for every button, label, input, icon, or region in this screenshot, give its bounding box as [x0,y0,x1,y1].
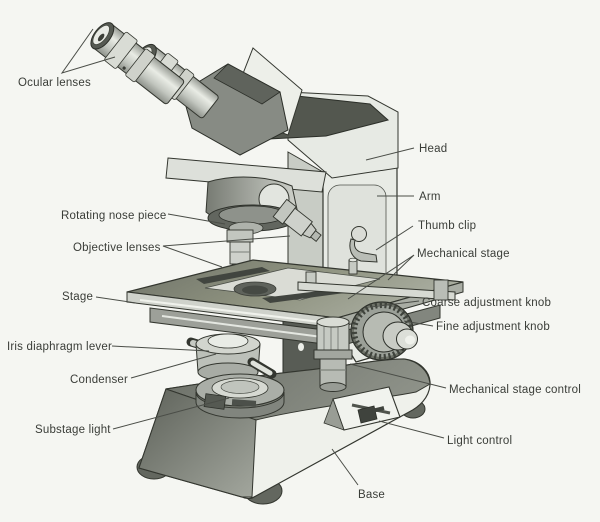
label-mechanical-stage: Mechanical stage [417,248,510,260]
mechanical-stage-part [297,257,456,301]
leader-iris-diaphragm-lever [111,345,210,352]
leader-thumb-clip [375,225,414,251]
label-thumb-clip: Thumb clip [418,220,476,232]
label-fine-adjustment-knob: Fine adjustment knob [436,321,550,333]
base-part [136,358,431,505]
leader-mechanical-stage-control [349,363,447,389]
label-light-control: Light control [447,435,512,447]
mechanical-stage-control-part [313,316,353,392]
label-substage-light: Substage light [35,424,111,436]
label-stage: Stage [62,291,93,303]
label-mechanical-stage-control: Mechanical stage control [449,384,581,396]
condenser-part [186,333,277,382]
labels: Ocular lenses Rotating nose piece Object… [7,77,581,501]
leader-stage [95,296,137,304]
label-ocular-lenses: Ocular lenses [18,77,91,89]
label-objective-lenses: Objective lenses [73,242,161,254]
head-part [165,47,399,193]
label-condenser: Condenser [70,374,128,386]
label-arm: Arm [419,191,441,203]
light-control-part [323,386,401,431]
leader-substage-light [112,397,230,430]
leader-mechanical-stage [347,254,415,300]
label-base: Base [358,489,385,501]
leader-light-control [378,420,445,439]
objective-lens-angled [272,198,322,242]
label-rotating-nose-piece: Rotating nose piece [61,210,166,222]
leader-base [331,448,359,486]
leader-coarse-adjustment-knob [370,300,420,308]
leader-condenser [130,353,217,379]
label-iris-diaphragm-lever: Iris diaphragm lever [7,341,112,353]
nosepiece-part [205,176,299,235]
leader-lines [60,28,447,486]
leader-objective-lenses [162,235,291,268]
leader-head [365,147,415,161]
label-coarse-adjustment-knob: Coarse adjustment knob [422,297,551,309]
label-head: Head [419,143,447,155]
thumb-clip-part [349,226,378,263]
substage-light-part [195,373,285,419]
eyepiece-tube-front [90,22,185,105]
fine-adjustment-knob-part [382,321,418,351]
leader-fine-adjustment-knob [403,320,434,327]
leader-ocular-lenses [60,28,116,74]
leader-rotating-nose-piece [167,213,226,225]
